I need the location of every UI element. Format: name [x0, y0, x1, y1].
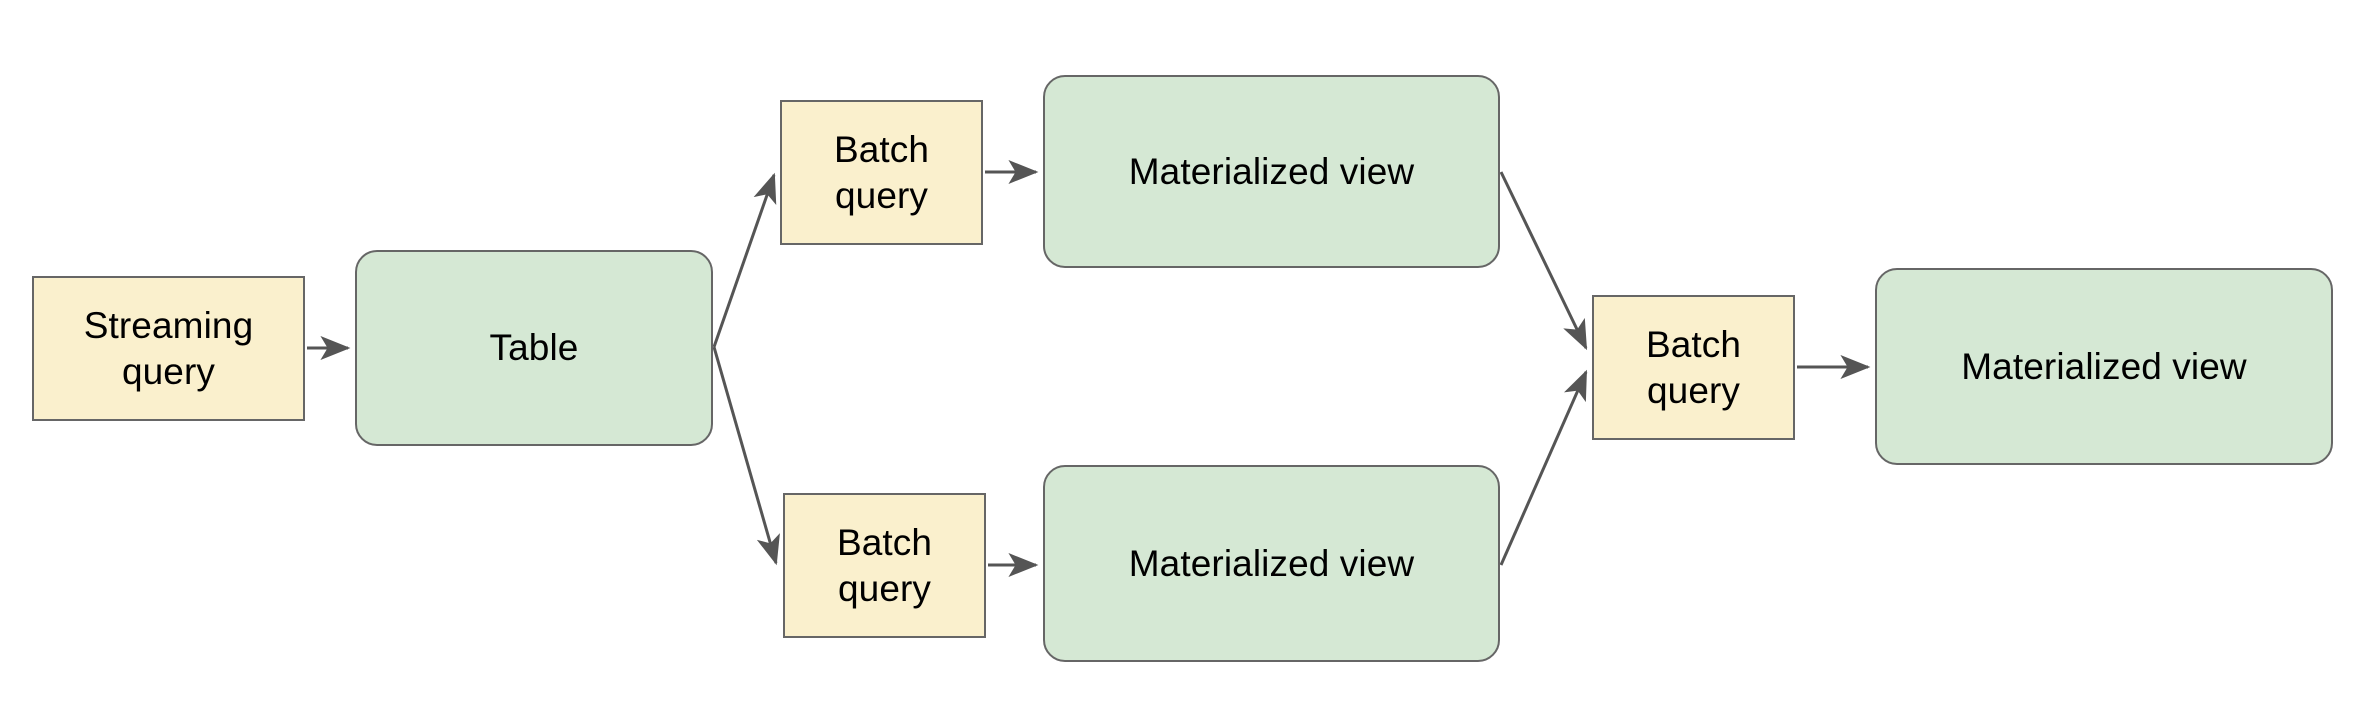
node-table[interactable]: Table [355, 250, 713, 446]
edge-materialized-view-bottom-to-batch-query-right [1499, 369, 1588, 566]
node-label-batch-query-top: Batch query [833, 129, 930, 216]
node-label-streaming-query: Streaming query [83, 305, 254, 392]
node-materialized-view-right[interactable]: Materialized view [1875, 268, 2333, 465]
node-label-materialized-view-top: Materialized view [1128, 150, 1415, 192]
node-streaming-query[interactable]: Streaming query [32, 276, 305, 421]
node-batch-query-right[interactable]: Batch query [1592, 295, 1795, 440]
node-materialized-view-top[interactable]: Materialized view [1043, 75, 1500, 268]
node-label-materialized-view-right: Materialized view [1961, 345, 2247, 387]
node-label-materialized-view-bottom: Materialized view [1128, 542, 1415, 584]
edge-table-to-batch-query-bottom [712, 346, 780, 566]
edge-table-to-batch-query-top [712, 172, 777, 348]
node-batch-query-top[interactable]: Batch query [780, 100, 983, 245]
node-batch-query-bottom[interactable]: Batch query [783, 493, 986, 638]
node-materialized-view-bottom[interactable]: Materialized view [1043, 465, 1500, 662]
edge-materialized-view-top-to-batch-query-right [1499, 171, 1588, 351]
node-label-table: Table [489, 327, 579, 369]
node-label-batch-query-right: Batch query [1645, 324, 1742, 411]
node-label-batch-query-bottom: Batch query [836, 522, 933, 609]
